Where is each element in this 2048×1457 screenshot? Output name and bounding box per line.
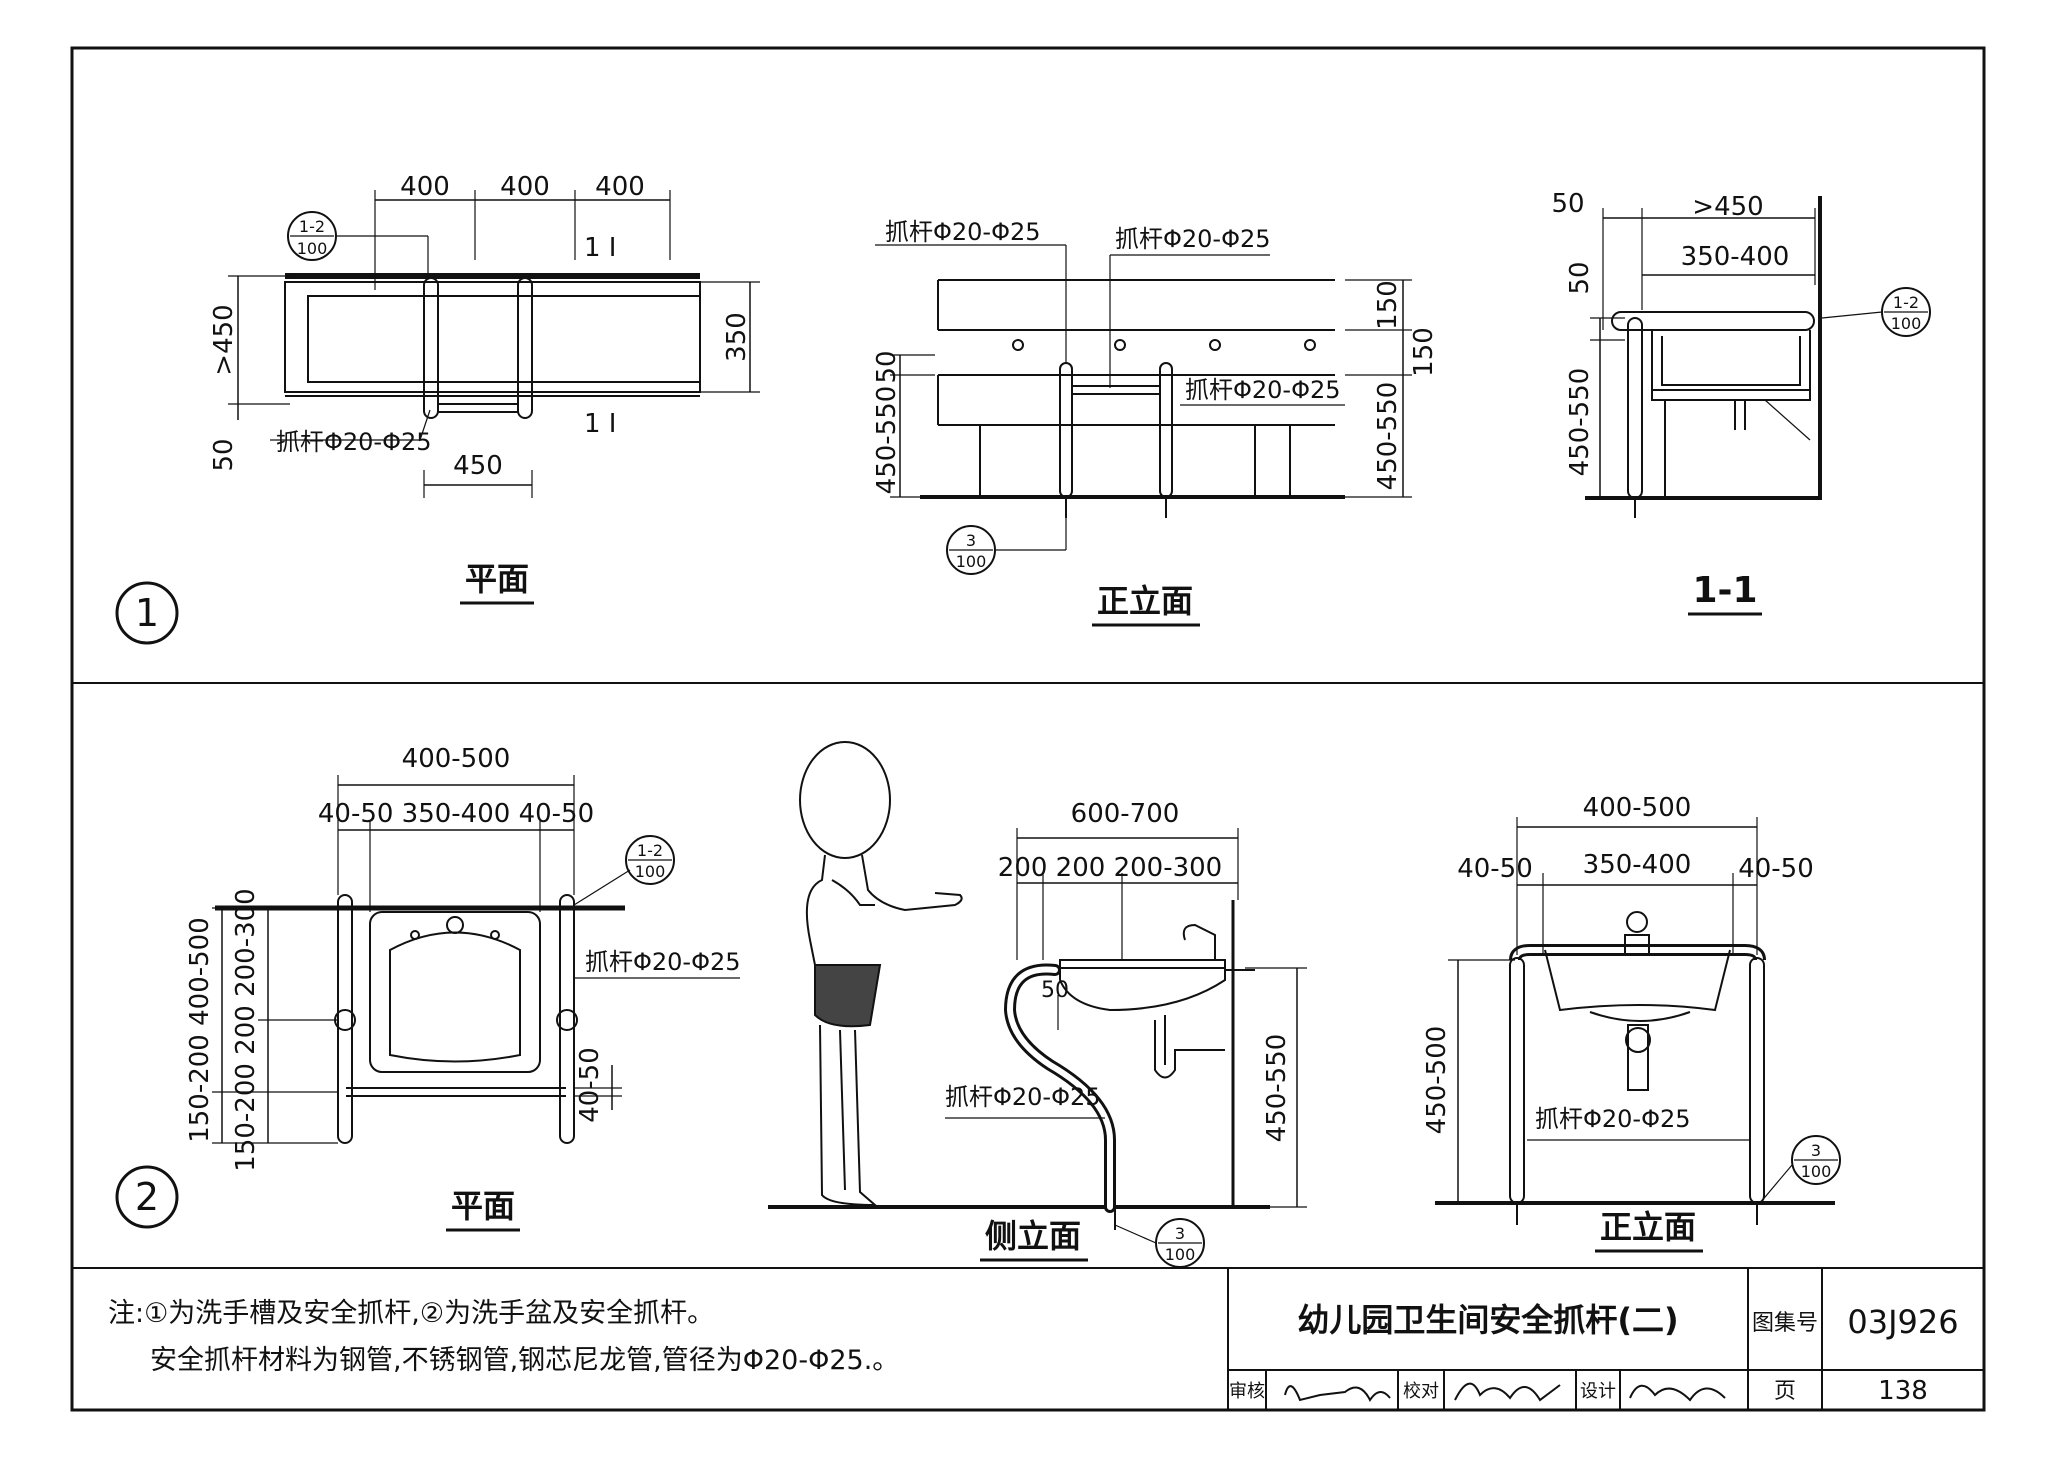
- s2-side-dim-height: 450-550: [1262, 1034, 1292, 1143]
- titleblock-atlas-label: 图集号: [1752, 1311, 1818, 1336]
- titleblock-design-label: 设计: [1580, 1381, 1616, 1402]
- section2: 2: [115, 741, 1841, 1268]
- s1-plan-ref-top: 1-2: [299, 217, 325, 236]
- titleblock-title: 幼儿园卫生间安全抓杆(二): [1297, 1301, 1678, 1339]
- s1-plan-dim-left: >450: [209, 304, 239, 375]
- s2-front-dim-height: 450-500: [1422, 1026, 1452, 1135]
- s1-front-dim-150a: 150: [1373, 280, 1403, 330]
- s2-plan-ref-top: 1-2: [637, 841, 663, 860]
- s2-plan-ref-bottom: 100: [635, 862, 666, 881]
- titleblock-page-label: 页: [1774, 1379, 1796, 1404]
- notes-line-1: 注:①为洗手槽及安全抓杆,②为洗手盆及安全抓杆。: [108, 1298, 714, 1329]
- s1-section-ref-top: 1-2: [1893, 293, 1919, 312]
- s1-plan-ref-bottom: 100: [297, 239, 328, 258]
- s2-plan-view: [212, 775, 740, 1144]
- s1-front-dim-150b: 150: [1409, 327, 1439, 377]
- titleblock-review-label: 审核: [1229, 1381, 1265, 1402]
- signature-reviewer: [1284, 1385, 1391, 1402]
- s2-side-view: [768, 741, 1307, 1268]
- s2-side-ref-bottom: 100: [1165, 1245, 1196, 1264]
- s1-plan-dim-right: 350: [722, 312, 752, 362]
- s1-plan-dim-top-1: 400: [400, 172, 450, 202]
- s1-section-dim-gt450: >450: [1692, 192, 1763, 222]
- s1-plan-dim-bottom: 450: [453, 451, 503, 481]
- s2-plan-dim-sub: 40-50 350-400 40-50: [318, 799, 594, 829]
- s2-plan-dim-total: 400-500: [402, 744, 511, 774]
- s1-section-title: 1-1: [1692, 570, 1757, 611]
- s1-front-dim-right: 450-550: [1373, 382, 1403, 491]
- s2-side-dim-total: 600-700: [1071, 799, 1180, 829]
- s1-section-view: [1585, 196, 1931, 518]
- s2-side-ref-top: 3: [1175, 1224, 1185, 1243]
- s1-front-dim-left: 450-550: [872, 386, 902, 495]
- s1-section-dim-350-400: 350-400: [1681, 242, 1790, 272]
- s1-section-ref-bottom: 100: [1891, 314, 1922, 333]
- s2-plan-title: 平面: [451, 1187, 515, 1225]
- s1-plan-dim-top-2: 400: [500, 172, 550, 202]
- section1-number-circle: [115, 581, 179, 645]
- s1-front-title: 正立面: [1097, 582, 1193, 620]
- s1-plan-title: 平面: [465, 560, 529, 598]
- s2-front-title: 正立面: [1600, 1208, 1696, 1246]
- s2-plan-dim-right: 40-50: [575, 1047, 605, 1123]
- s1-front-ref-bottom: 100: [956, 552, 987, 571]
- s1-front-dim-50: 50: [872, 350, 902, 383]
- s2-front-bar-label: 抓杆Φ20-Φ25: [1535, 1105, 1691, 1133]
- s1-section-dim-450-550: 450-550: [1565, 368, 1595, 477]
- section1: 1: [115, 172, 1931, 645]
- notes-line-2: 安全抓杆材料为钢管,不锈钢管,钢芯尼龙管,管径为Φ20-Φ25.。: [150, 1345, 899, 1376]
- titleblock-page-no: 138: [1878, 1376, 1928, 1406]
- s2-front-ref-top: 3: [1811, 1141, 1821, 1160]
- s2-side-title: 侧立面: [985, 1217, 1081, 1255]
- s2-front-dim-right: 40-50: [1738, 854, 1814, 884]
- s1-plan-section-mark-bottom: 1 I: [584, 409, 616, 439]
- signature-checker: [1454, 1382, 1561, 1402]
- s2-plan-dim-left-inner: 150-200 200 200-300: [231, 888, 261, 1171]
- s2-side-dim-50: 50: [1041, 978, 1069, 1003]
- s1-front-view: [875, 244, 1412, 575]
- s2-front-ref-bottom: 100: [1801, 1162, 1832, 1181]
- s1-plan-dim-bottom-left: 50: [209, 438, 239, 471]
- s2-front-dim-mid: 350-400: [1583, 850, 1692, 880]
- s1-front-label-2: 抓杆Φ20-Φ25: [1115, 225, 1271, 253]
- s2-front-dim-left: 40-50: [1457, 854, 1533, 884]
- s1-plan-view: [228, 190, 760, 498]
- sheet-border: [70, 46, 1986, 1412]
- section2-number-circle: [115, 1165, 179, 1229]
- section2-number: 2: [135, 1175, 159, 1219]
- s2-plan-bar-label: 抓杆Φ20-Φ25: [585, 948, 741, 976]
- s1-plan-section-mark-top: 1 I: [584, 233, 616, 263]
- s2-front-dim-total: 400-500: [1583, 793, 1692, 823]
- s1-front-label-3: 抓杆Φ20-Φ25: [1185, 376, 1341, 404]
- s1-plan-bar-label: 抓杆Φ20-Φ25: [276, 428, 432, 456]
- s2-plan-dim-left-outer: 150-200 400-500: [185, 917, 215, 1143]
- s2-front-view: [1435, 817, 1841, 1225]
- titleblock-atlas-no: 03J926: [1847, 1303, 1958, 1341]
- s1-section-dim-50-side: 50: [1565, 261, 1595, 294]
- s2-side-dim-sub: 200 200 200-300: [998, 853, 1222, 883]
- child-figure: [799, 741, 963, 1207]
- titleblock: [1227, 1268, 1984, 1410]
- s1-front-ref-top: 3: [966, 531, 976, 550]
- s1-front-label-1: 抓杆Φ20-Φ25: [885, 218, 1041, 246]
- titleblock-check-label: 校对: [1403, 1381, 1439, 1402]
- s2-side-bar-label: 抓杆Φ20-Φ25: [945, 1083, 1101, 1111]
- s1-plan-dim-top-3: 400: [595, 172, 645, 202]
- section1-number: 1: [135, 591, 159, 635]
- signature-designer: [1629, 1384, 1726, 1402]
- s1-section-dim-50-top: 50: [1551, 189, 1584, 219]
